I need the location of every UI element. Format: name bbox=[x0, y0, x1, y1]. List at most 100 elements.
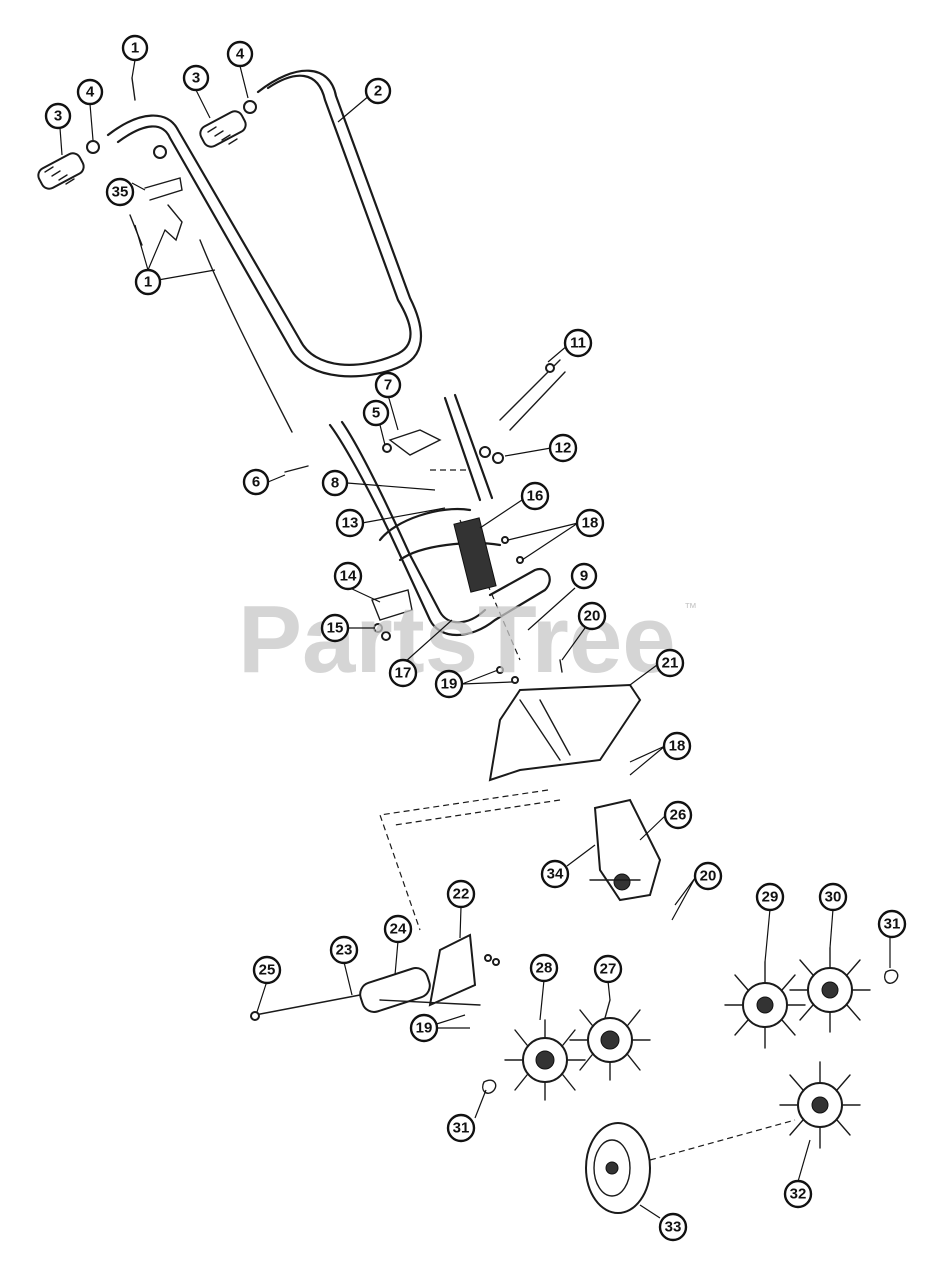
callout-7: 7 bbox=[374, 371, 402, 399]
callout-19b: 19 bbox=[409, 1013, 439, 1043]
svg-text:1: 1 bbox=[131, 40, 139, 57]
svg-text:16: 16 bbox=[527, 488, 544, 505]
callout-3b: 3 bbox=[182, 64, 210, 92]
callout-30: 30 bbox=[818, 882, 848, 912]
hardware-upper bbox=[496, 536, 563, 684]
callout-17: 17 bbox=[388, 658, 418, 688]
callout-1b: 1 bbox=[134, 268, 162, 296]
callout-29: 29 bbox=[755, 882, 785, 912]
svg-text:32: 32 bbox=[790, 1186, 807, 1203]
callout-15: 15 bbox=[320, 613, 350, 643]
svg-text:20: 20 bbox=[584, 608, 601, 625]
wheel-33 bbox=[585, 1119, 796, 1214]
callout-32: 32 bbox=[783, 1179, 813, 1209]
adjust-rod bbox=[479, 359, 566, 464]
svg-text:4: 4 bbox=[236, 46, 245, 63]
callout-4a: 4 bbox=[76, 78, 104, 106]
callout-2: 2 bbox=[364, 77, 392, 105]
callout-20b: 20 bbox=[693, 861, 723, 891]
svg-text:21: 21 bbox=[662, 655, 679, 672]
tine-27 bbox=[569, 999, 651, 1081]
hairpin-clip-left bbox=[482, 1079, 497, 1094]
svg-text:15: 15 bbox=[327, 620, 344, 637]
svg-text:2: 2 bbox=[374, 83, 382, 100]
callout-1a: 1 bbox=[121, 34, 149, 62]
tine-29 bbox=[724, 961, 806, 1049]
grip-nut-left bbox=[86, 140, 100, 154]
svg-text:30: 30 bbox=[825, 889, 842, 906]
svg-text:7: 7 bbox=[384, 377, 392, 394]
svg-text:35: 35 bbox=[112, 184, 129, 201]
callout-4b: 4 bbox=[226, 40, 254, 68]
svg-text:3: 3 bbox=[192, 70, 200, 87]
bracket-14 bbox=[371, 589, 413, 621]
svg-text:23: 23 bbox=[336, 942, 353, 959]
callout-13: 13 bbox=[335, 508, 365, 538]
grip-nut-right bbox=[243, 100, 257, 114]
lower-handle-frame bbox=[328, 393, 551, 661]
svg-text:33: 33 bbox=[665, 1219, 682, 1236]
svg-text:19: 19 bbox=[416, 1020, 433, 1037]
callout-31b: 31 bbox=[877, 909, 907, 939]
callout-35: 35 bbox=[105, 177, 135, 207]
svg-text:17: 17 bbox=[395, 665, 412, 682]
svg-text:4: 4 bbox=[86, 84, 95, 101]
hairpin-clip-right bbox=[884, 969, 899, 984]
callout-3a: 3 bbox=[44, 102, 72, 130]
cable-clip bbox=[144, 177, 183, 201]
spring bbox=[453, 517, 497, 593]
callout-22: 22 bbox=[446, 879, 476, 909]
svg-text:18: 18 bbox=[669, 738, 686, 755]
callouts: 1 1 2 3 3 4 4 5 6 7 8 9 11 12 13 14 15 1… bbox=[44, 34, 907, 1242]
callout-16: 16 bbox=[520, 481, 550, 511]
svg-text:12: 12 bbox=[555, 440, 572, 457]
svg-text:8: 8 bbox=[331, 475, 339, 492]
svg-text:14: 14 bbox=[340, 568, 357, 585]
svg-text:31: 31 bbox=[453, 1120, 470, 1137]
svg-text:6: 6 bbox=[252, 474, 260, 491]
depth-assembly bbox=[250, 933, 500, 1021]
handle-grip-right bbox=[199, 110, 247, 148]
callout-21: 21 bbox=[655, 648, 685, 678]
callout-18a: 18 bbox=[575, 508, 605, 538]
svg-text:1: 1 bbox=[144, 274, 152, 291]
callout-27: 27 bbox=[593, 954, 623, 984]
svg-text:28: 28 bbox=[536, 960, 553, 977]
callout-20a: 20 bbox=[577, 601, 607, 631]
svg-text:20: 20 bbox=[700, 868, 717, 885]
callout-24: 24 bbox=[383, 914, 413, 944]
drag-bar bbox=[379, 789, 561, 931]
svg-text:11: 11 bbox=[570, 335, 586, 352]
callout-28: 28 bbox=[529, 953, 559, 983]
callout-14: 14 bbox=[333, 561, 363, 591]
callout-8: 8 bbox=[321, 469, 349, 497]
transmission-plate bbox=[589, 798, 662, 902]
tine-30 bbox=[789, 947, 871, 1033]
svg-text:25: 25 bbox=[259, 962, 276, 979]
upper-handle bbox=[106, 69, 423, 378]
svg-text:29: 29 bbox=[762, 889, 779, 906]
svg-text:26: 26 bbox=[670, 807, 687, 824]
callout-6: 6 bbox=[242, 468, 270, 496]
nut-5 bbox=[382, 443, 392, 453]
callout-23: 23 bbox=[329, 935, 359, 965]
callout-18b: 18 bbox=[662, 731, 692, 761]
tine-shield bbox=[488, 683, 642, 782]
handle-grip-left bbox=[37, 152, 85, 190]
tine-28 bbox=[504, 1019, 586, 1101]
nut-15b bbox=[381, 631, 391, 641]
callout-25: 25 bbox=[252, 955, 282, 985]
callout-26: 26 bbox=[663, 800, 693, 830]
callout-33: 33 bbox=[658, 1212, 688, 1242]
svg-text:24: 24 bbox=[390, 921, 407, 938]
clip-nut bbox=[153, 145, 167, 159]
svg-text:31: 31 bbox=[884, 916, 901, 933]
svg-text:19: 19 bbox=[441, 676, 458, 693]
callout-31a: 31 bbox=[446, 1113, 476, 1143]
callout-19a: 19 bbox=[434, 669, 464, 699]
svg-text:3: 3 bbox=[54, 108, 62, 125]
svg-text:13: 13 bbox=[342, 515, 359, 532]
callout-12: 12 bbox=[548, 433, 578, 463]
watermark-tm: ™ bbox=[684, 600, 697, 615]
